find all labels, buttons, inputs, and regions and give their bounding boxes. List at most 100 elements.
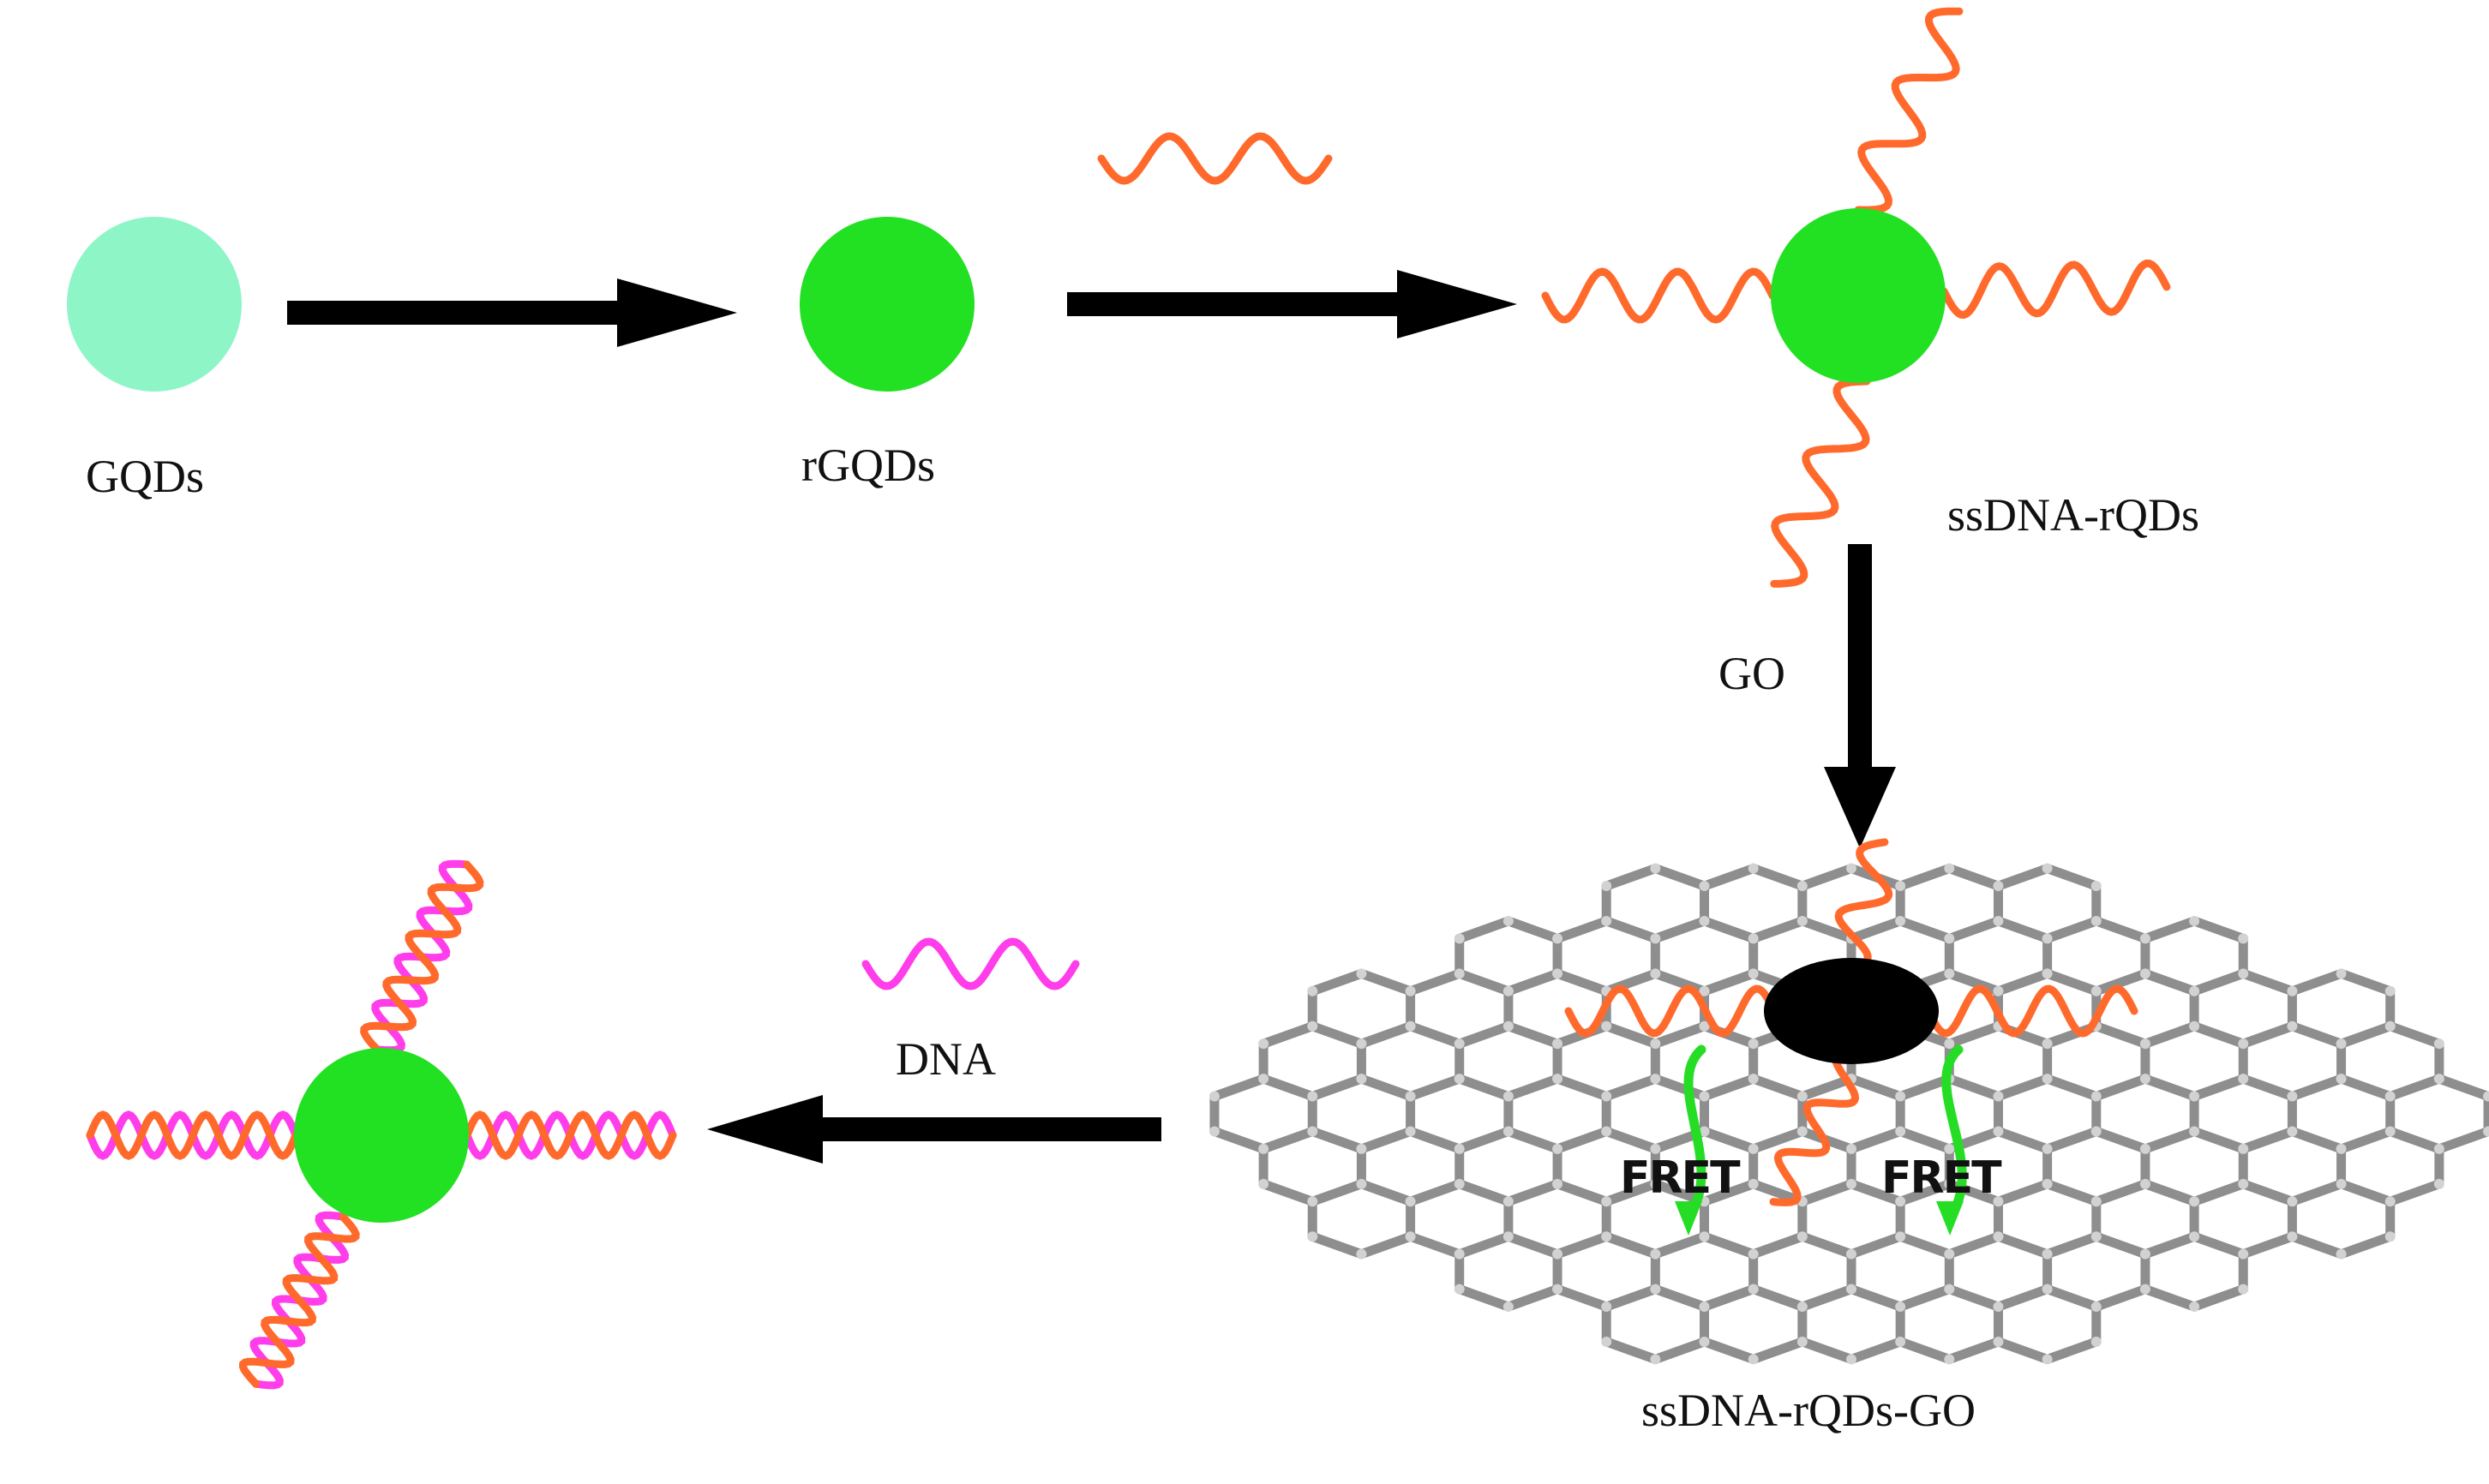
graphene-bond xyxy=(2042,968,2102,996)
graphene-atom xyxy=(1209,1126,1220,1137)
graphene-atom xyxy=(2287,1231,2298,1242)
graphene-bond xyxy=(1258,1021,1317,1049)
graphene-bond xyxy=(1650,1021,1710,1049)
graphene-atom xyxy=(1748,1074,1759,1085)
graphene-bond xyxy=(1503,1021,1562,1049)
graphene-bond xyxy=(2042,1284,2102,1312)
graphene-bond xyxy=(1258,1126,1317,1154)
graphene-bond xyxy=(2189,916,2248,943)
graphene-bond xyxy=(2042,1231,2102,1260)
graphene-atom xyxy=(2238,1178,2249,1189)
graphene-bond xyxy=(2434,1074,2489,1102)
graphene-bond xyxy=(1503,1074,1562,1102)
graphene-bond xyxy=(1650,1337,1710,1364)
graphene-bond xyxy=(2189,1179,2248,1206)
graphene-bond xyxy=(1503,968,1562,996)
graphene-atom xyxy=(1944,1143,1955,1154)
graphene-atom xyxy=(2287,1196,2298,1207)
graphene-atom xyxy=(1699,915,1710,926)
graphene-atom xyxy=(2042,1074,2053,1085)
graphene-bond xyxy=(1258,1179,1317,1206)
graphene-atom xyxy=(1748,863,1759,874)
graphene-atom xyxy=(2139,1284,2150,1295)
graphene-atom xyxy=(1650,1074,1661,1085)
graphene-atom xyxy=(1601,881,1612,892)
graphene-atom xyxy=(2238,933,2249,944)
graphene-atom xyxy=(1699,1091,1710,1102)
graphene-bond xyxy=(2434,1126,2489,1154)
graphene-bond xyxy=(1406,1126,1465,1154)
graphene-atom xyxy=(2090,1091,2102,1102)
graphene-bond xyxy=(1993,1231,2053,1260)
graphene-atom xyxy=(1307,1091,1318,1102)
graphene-atom xyxy=(2336,1143,2347,1154)
graphene-atom xyxy=(1796,1091,1808,1102)
label-rgqds: rGQDs xyxy=(801,440,935,491)
graphene-atom xyxy=(2433,1178,2444,1189)
graphene-atom xyxy=(1993,1196,2004,1207)
graphene-bond xyxy=(1356,1179,1416,1206)
graphene-bond xyxy=(1454,1231,1514,1260)
graphene-bond xyxy=(2385,1021,2444,1049)
graphene-bond xyxy=(1650,1231,1710,1260)
graphene-bond xyxy=(1454,1126,1514,1154)
graphene-atom xyxy=(1895,1301,1906,1313)
graphene-atom xyxy=(1552,933,1563,944)
graphene-atom xyxy=(2090,1301,2102,1313)
label-gqds: GQDs xyxy=(86,451,205,502)
ssdna-rqds-go-complex xyxy=(1564,838,2138,1236)
graphene-bond xyxy=(1944,968,2003,996)
graphene-bond xyxy=(1552,1179,1611,1206)
graphene-bond xyxy=(1503,1126,1562,1154)
helix-strand-ssdna xyxy=(463,1110,677,1160)
graphene-bond xyxy=(2238,1021,2297,1049)
graphene-bond xyxy=(2189,968,2248,996)
graphene-bond xyxy=(1895,1284,1954,1312)
graphene-atom xyxy=(1699,1126,1710,1137)
graphene-bond xyxy=(2385,1179,2444,1206)
graphene-bond xyxy=(1700,1284,1759,1312)
graphene-bond xyxy=(2091,1021,2150,1049)
graphene-atom xyxy=(2336,968,2347,979)
graphene-atom xyxy=(2238,1248,2249,1260)
graphene-bond xyxy=(1454,968,1514,996)
graphene-bond xyxy=(2091,1126,2150,1154)
graphene-atom xyxy=(2090,1126,2102,1137)
graphene-atom xyxy=(1552,1178,1563,1189)
graphene-atom xyxy=(1601,1301,1612,1313)
graphene-atom xyxy=(1944,933,1955,944)
graphene-atom xyxy=(1650,1038,1661,1050)
graphene-bond xyxy=(1797,1179,1856,1206)
graphene-bond xyxy=(1944,1231,2003,1260)
graphene-bond xyxy=(1454,1021,1514,1049)
graphene-bond xyxy=(2140,1126,2199,1154)
graphene-bond xyxy=(2140,1284,2199,1312)
graphene-bond xyxy=(1406,1179,1465,1206)
graphene-atom xyxy=(2189,985,2200,996)
graphene-bond xyxy=(1552,1074,1611,1102)
graphene-atom xyxy=(1846,1178,1856,1189)
graphene-atom xyxy=(1895,1196,1906,1207)
graphene-bond xyxy=(1356,968,1416,996)
graphene-bond xyxy=(1846,1074,1905,1102)
graphene-atom xyxy=(1405,1126,1416,1137)
graphene-atom xyxy=(1601,1231,1612,1242)
graphene-atom xyxy=(1502,1196,1514,1207)
graphene-atom xyxy=(1796,1301,1808,1313)
graphene-bond xyxy=(1552,968,1611,996)
arrow-gqds-to-rgqds xyxy=(287,278,737,347)
ssdna-strand-bottom xyxy=(1770,377,1871,588)
fret-arrow-stroke xyxy=(1941,1044,1967,1222)
graphene-atom xyxy=(2287,985,2298,996)
graphene-atom xyxy=(2384,1091,2396,1102)
graphene-atom xyxy=(2139,1143,2150,1154)
graphene-bond xyxy=(1356,1231,1416,1260)
graphene-atom xyxy=(1944,1038,1955,1050)
graphene-atom xyxy=(1944,1354,1955,1365)
dsdna-rqds-complex xyxy=(86,859,677,1390)
graphene-atom xyxy=(1502,1091,1514,1102)
graphene-bond xyxy=(1307,1021,1366,1049)
graphene-atom xyxy=(1356,1074,1367,1085)
